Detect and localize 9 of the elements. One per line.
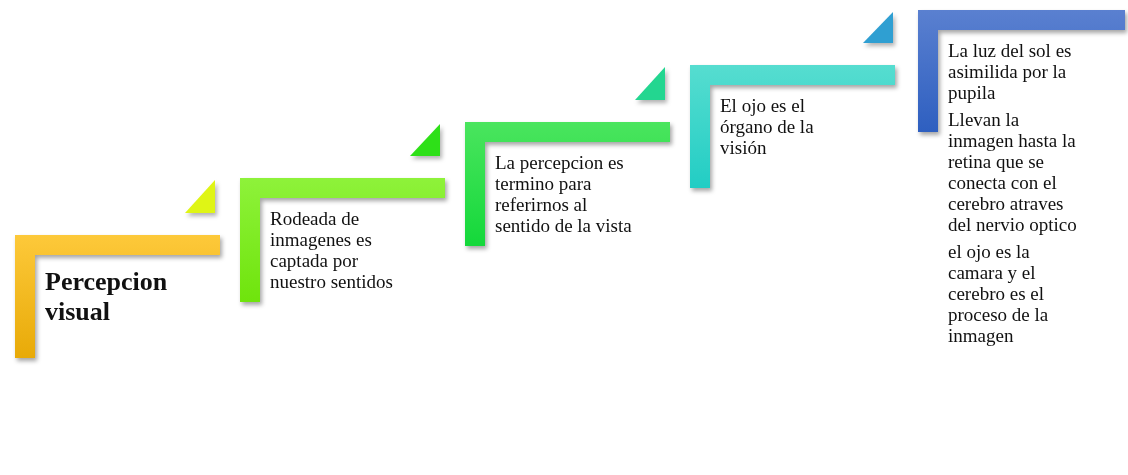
step-text: el ojo es la camara y el cerebro es el proceso de la inmagen xyxy=(948,241,1050,346)
step-shape xyxy=(15,235,220,360)
step-text: La luz del sol es asimilida por la pupila xyxy=(948,40,1073,103)
step-text: Percepcion visual xyxy=(45,267,169,327)
step-text: Llevan la inmagen hasta la retina que se conecta con el cerebro atraves del nervio optico xyxy=(948,109,1078,235)
step-text: Rodeada de inmagenes es captada por nuestro sentidos xyxy=(270,208,394,292)
step-shape xyxy=(690,65,895,185)
step-text: La percepcion es termino para referirnos al sentido de la vista xyxy=(495,152,633,236)
step-text: El ojo es el órgano de la visión xyxy=(720,95,815,158)
